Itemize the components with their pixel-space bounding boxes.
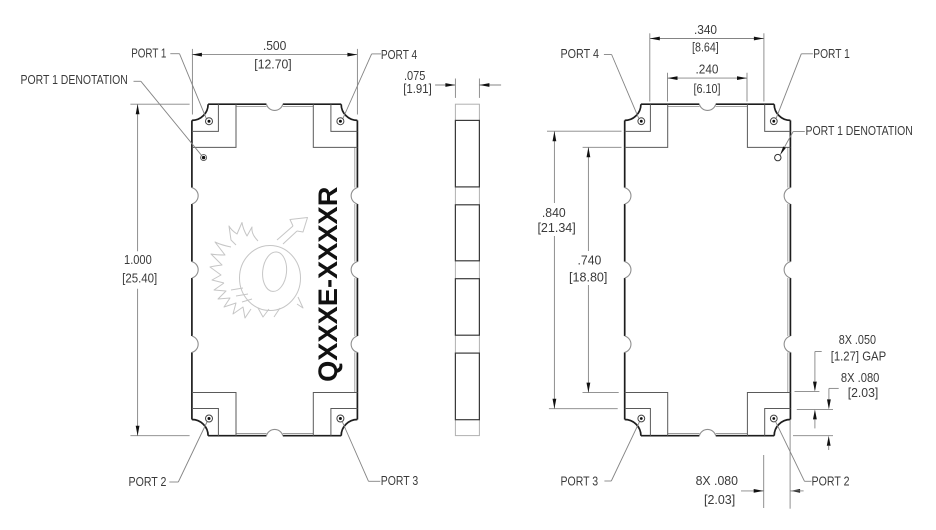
svg-text:.340: .340 xyxy=(694,22,717,37)
svg-text:[1.27] GAP: [1.27] GAP xyxy=(831,349,887,364)
svg-text:PORT 1 DENOTATION: PORT 1 DENOTATION xyxy=(21,72,128,87)
svg-text:PORT 1: PORT 1 xyxy=(131,45,166,60)
svg-text:PORT 3: PORT 3 xyxy=(561,474,599,489)
svg-text:.840: .840 xyxy=(542,205,566,220)
svg-text:PORT 2: PORT 2 xyxy=(812,473,850,488)
svg-text:[2.03]: [2.03] xyxy=(848,385,879,400)
svg-text:[2.03]: [2.03] xyxy=(704,492,735,507)
svg-text:[18.80]: [18.80] xyxy=(569,269,607,284)
svg-text:PORT 1: PORT 1 xyxy=(813,46,850,61)
svg-text:8X .080: 8X .080 xyxy=(841,370,880,385)
svg-text:QXXXE-XXXXR: QXXXE-XXXXR xyxy=(313,187,343,382)
svg-text:.240: .240 xyxy=(696,62,719,77)
svg-text:.740: .740 xyxy=(578,252,602,267)
svg-text:PORT 3: PORT 3 xyxy=(381,473,418,488)
svg-text:[12.70]: [12.70] xyxy=(254,57,291,72)
svg-text:PORT 4: PORT 4 xyxy=(561,46,600,61)
svg-text:[1.91]: [1.91] xyxy=(403,81,432,96)
svg-text:[25.40]: [25.40] xyxy=(122,271,157,286)
svg-text:1.000: 1.000 xyxy=(124,252,152,267)
svg-text:8X .050: 8X .050 xyxy=(839,332,876,347)
svg-text:PORT 4: PORT 4 xyxy=(381,47,417,62)
svg-text:.075: .075 xyxy=(404,68,426,83)
svg-text:[8.64]: [8.64] xyxy=(692,40,719,55)
svg-text:[6.10]: [6.10] xyxy=(694,81,721,96)
svg-text:PORT 1 DENOTATION: PORT 1 DENOTATION xyxy=(806,123,913,138)
svg-text:[21.34]: [21.34] xyxy=(537,220,575,235)
svg-text:8X .080: 8X .080 xyxy=(696,473,738,488)
svg-text:.500: .500 xyxy=(263,38,287,53)
svg-text:PORT 2: PORT 2 xyxy=(129,474,167,489)
